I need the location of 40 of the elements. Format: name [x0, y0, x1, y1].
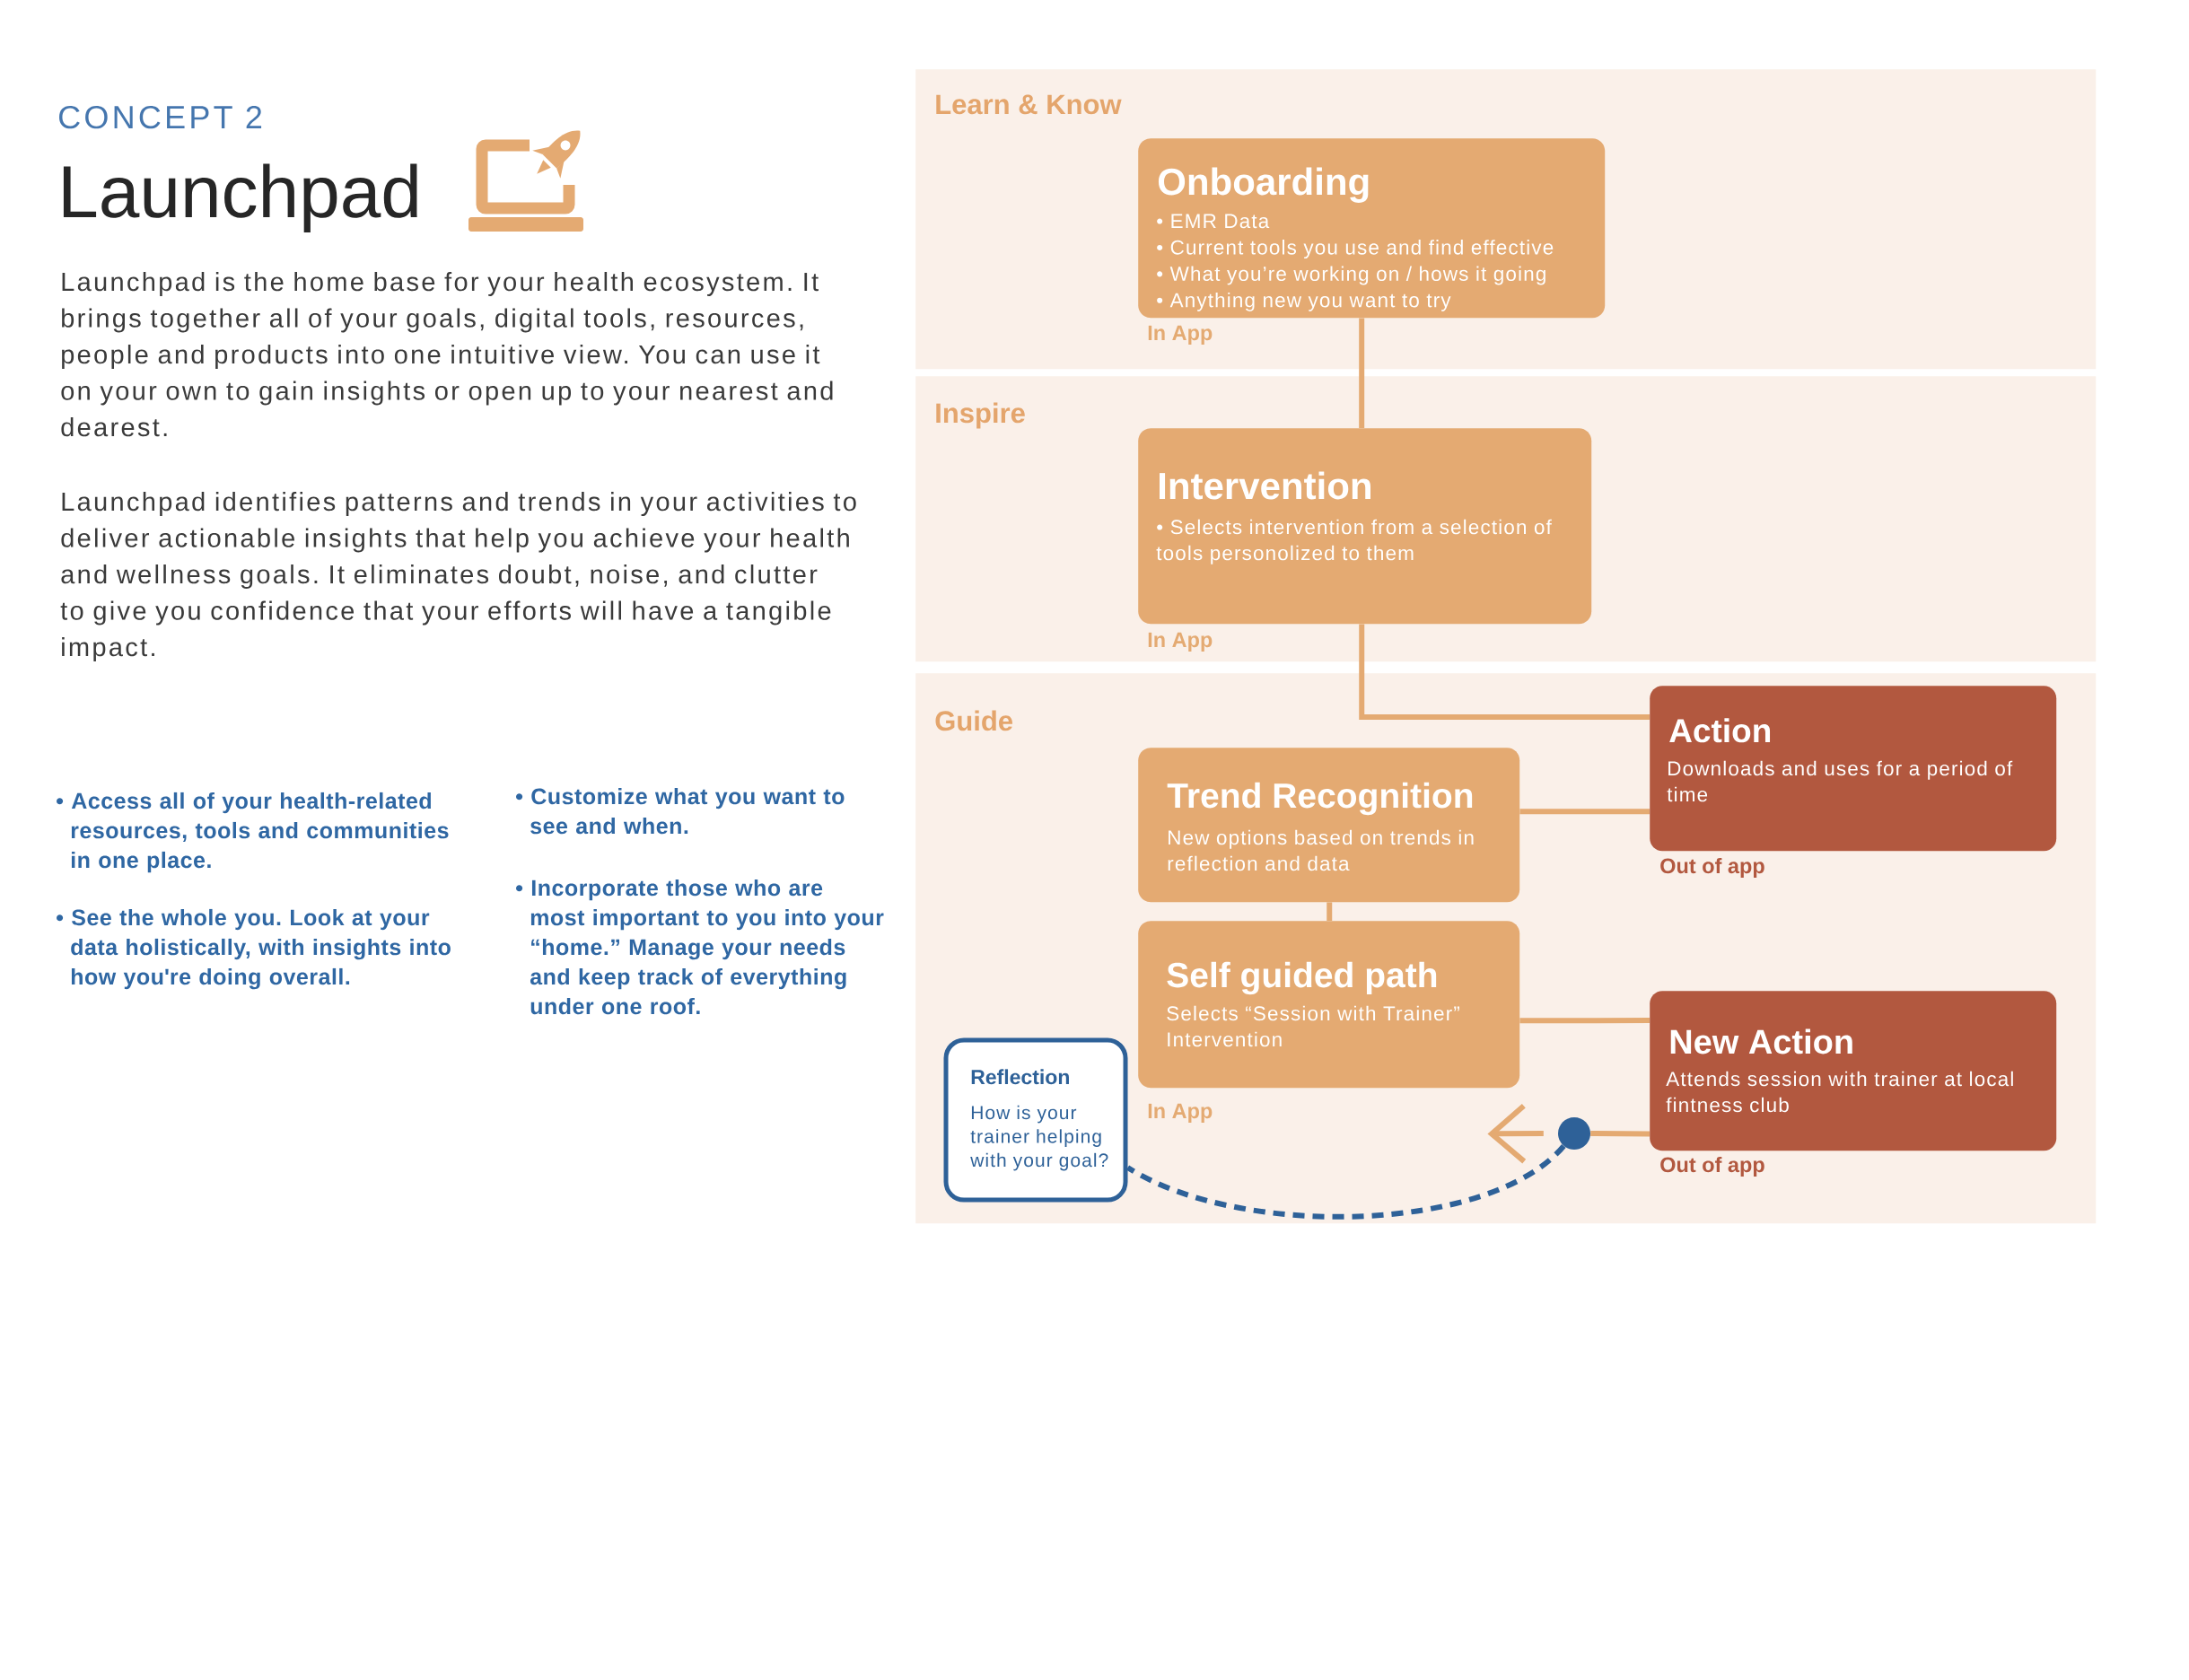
connector-line: [1359, 318, 1365, 428]
box-title: Trend Recognition: [1167, 782, 1473, 816]
body-paragraph: Launchpad is the home base for your health ecosystem. It brings together all of your goals, digital tools, resources, people and products into one intuitive view. You can use it on your own to gain insights or open up to your nearest and dearest.: [61, 272, 833, 437]
lane-label: Learn & Know: [936, 94, 1122, 115]
location-label: Out of app: [1660, 858, 1764, 878]
bullet-point: • Incorporate those who are most important to you into your “home.” Manage your needs and keep track of everything under one roof.: [516, 879, 884, 1015]
bullet-point: • EMR Data: [1157, 214, 1270, 229]
note-box: [943, 1037, 1128, 1203]
box-title: New Action: [1670, 1028, 1852, 1054]
bullet-point: • Selects intervention from a selection of tools personolized to them: [1156, 519, 1552, 564]
bullet-point: • Anything new you want to try: [1157, 292, 1451, 311]
bullet-point: • What you’re working on / hows it going: [1157, 266, 1545, 285]
lane-label: Guide: [935, 710, 1012, 731]
bullet-point: • Access all of your health-related resources, tools and communities in one place.: [57, 792, 449, 873]
box-text: Attends session with trainer at local fintness club: [1666, 1071, 2013, 1113]
connector-line: [1590, 1131, 1651, 1137]
box-text: Downloads and uses for a period of time: [1667, 760, 2013, 802]
lane-label: Inspire: [936, 402, 1025, 429]
connector-line: [1327, 902, 1333, 921]
page-title: Launchpad: [63, 163, 417, 232]
location-label: In App: [1148, 1103, 1213, 1123]
note-title: Reflection: [971, 1069, 1069, 1085]
location-label: In App: [1148, 632, 1213, 652]
concept-label: CONCEPT 2: [59, 105, 262, 129]
dashed-connector: [1126, 1143, 1566, 1220]
process-box: [1138, 748, 1520, 903]
box-title: Self guided path: [1167, 961, 1437, 995]
bullet-point: • Current tools you use and find effective: [1157, 240, 1554, 259]
connector-dot: [1558, 1117, 1590, 1150]
box-title: Action: [1669, 718, 1771, 743]
box-title: Onboarding: [1158, 167, 1369, 203]
bullet-point: • Customize what you want to see and when.: [516, 787, 845, 835]
box-title: Intervention: [1160, 471, 1370, 500]
location-label: Out of app: [1660, 1157, 1764, 1177]
note-text: How is your trainer helping with your goal?: [970, 1105, 1108, 1171]
box-text: New options based on trends in reflection and data: [1168, 829, 1474, 871]
body-paragraph: Launchpad identifies patterns and trends in your activities to deliver actionable insights that help you achieve your health and wellness goals. It eliminates doubt, noise, and clutter to give you confidence that your efforts will have a tangible impact.: [60, 492, 856, 662]
location-label: In App: [1148, 325, 1213, 345]
bullet-point: • See the whole you. Look at your data holistically, with insights into how you're doing overall.: [57, 908, 451, 990]
box-text: Selects “Session with Trainer” Intervention: [1167, 1005, 1459, 1047]
